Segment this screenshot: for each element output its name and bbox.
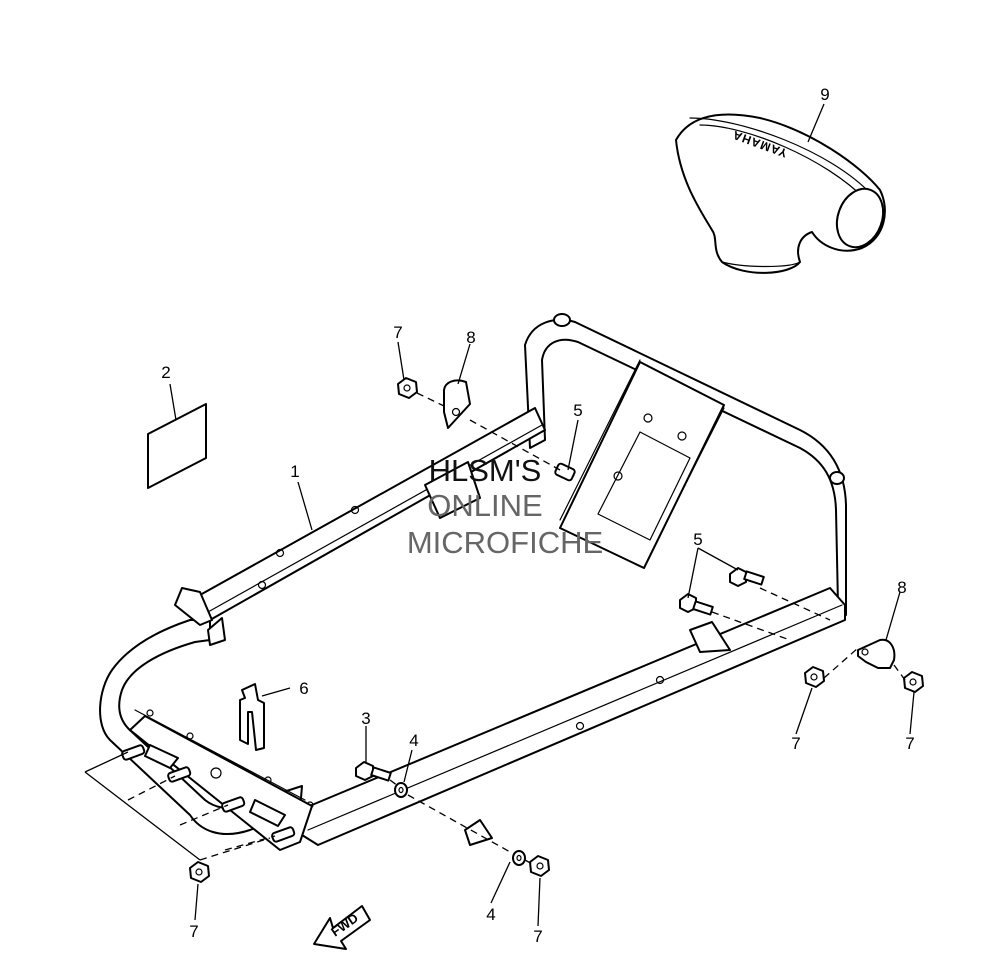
part-8-bracket-top (443, 379, 471, 429)
watermark-line-3: MICROFICHE (406, 525, 604, 560)
callout-3: 3 (361, 709, 370, 728)
part-6-clip (239, 683, 265, 751)
part-7-nut-bottom-center (529, 855, 550, 877)
watermark-line-1: HLSM'S (428, 453, 542, 488)
callout-7-bottom-center: 7 (533, 927, 542, 946)
part-9-cover: YAMAHA (675, 113, 886, 274)
callout-7-right-a: 7 (791, 734, 800, 753)
part-1-frame (99, 313, 847, 851)
studs (121, 744, 296, 843)
part-2-label (147, 403, 207, 489)
callout-9: 9 (820, 85, 829, 104)
watermark-line-2: ONLINE (427, 488, 543, 523)
callout-7-top: 7 (393, 323, 402, 342)
callout-4-lower: 4 (486, 905, 495, 924)
part-5-bolt-right-b (679, 593, 714, 616)
fwd-arrow-icon: FWD (313, 905, 371, 950)
callout-5-upper: 5 (573, 401, 582, 420)
part-7-nut-bottom-left (189, 861, 210, 883)
part-4-washer-a (394, 782, 408, 798)
callout-8-right: 8 (897, 578, 906, 597)
part-4-washer-b (512, 850, 526, 866)
callout-7-right-b: 7 (905, 734, 914, 753)
part-7-nut-top (397, 377, 418, 399)
part-8-bracket-right (857, 638, 896, 669)
callout-4-upper: 4 (409, 731, 418, 750)
part-5-bolt-right-a (729, 567, 765, 587)
callout-1: 1 (290, 462, 299, 481)
part-7-nut-right-a (804, 666, 825, 688)
callout-7-bottom-left: 7 (189, 922, 198, 941)
callout-5-right: 5 (693, 530, 702, 549)
part-7-nut-right-b (903, 671, 924, 693)
callout-8-top: 8 (466, 328, 475, 347)
callout-6: 6 (299, 679, 308, 698)
callout-2: 2 (161, 363, 170, 382)
part-3-bolt (355, 761, 392, 782)
